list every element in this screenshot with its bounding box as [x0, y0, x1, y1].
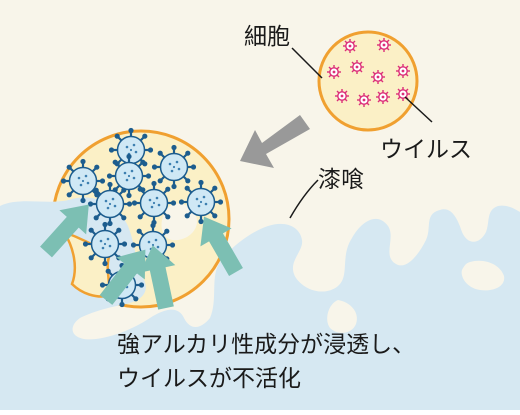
- plaster-leader-line: [289, 179, 319, 219]
- small-virus: [376, 37, 392, 53]
- virus-particle: [86, 180, 134, 228]
- plaster-pore: [327, 300, 357, 333]
- movement-arrow: [240, 115, 310, 168]
- caption-line-1: 強アルカリ性成分が浸透し、: [117, 332, 415, 358]
- small-virus: [342, 38, 358, 54]
- small-virus: [326, 64, 342, 80]
- label-plaster: 漆喰: [318, 167, 364, 193]
- virus-particle: [150, 143, 198, 191]
- small-virus: [334, 88, 350, 104]
- cell-leader-line: [291, 47, 323, 79]
- label-cell: 細胞: [244, 24, 290, 50]
- small-virus: [356, 92, 372, 108]
- label-virus: ウイルス: [380, 137, 472, 163]
- plaster-pore: [461, 260, 505, 291]
- small-virus: [349, 59, 365, 75]
- virus-particle: [177, 178, 225, 226]
- virus-leader-line: [404, 96, 433, 123]
- small-virus: [395, 63, 411, 79]
- small-virus: [375, 89, 391, 105]
- small-virus: [370, 69, 386, 85]
- plaster-surface: [0, 197, 520, 410]
- cell-free: [317, 30, 419, 132]
- plaster-pore: [161, 203, 198, 241]
- virus-particle: [130, 179, 178, 227]
- caption-line-2: ウイルスが不活化: [117, 366, 301, 392]
